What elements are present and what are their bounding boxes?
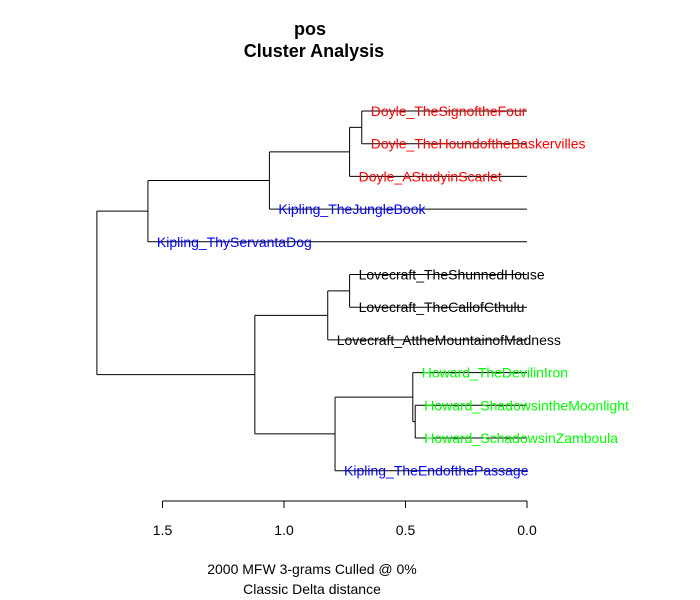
leaf-label: Doyle_TheHoundoftheBaskervilles xyxy=(371,136,586,152)
leaf-label: Kipling_TheEndofthePassage xyxy=(344,463,529,479)
leaf-label: Kipling_ThyServantaDog xyxy=(157,234,312,250)
x-axis-label-line2: Classic Delta distance xyxy=(243,581,381,597)
leaf-label: Howard_ShadowsintheMoonlight xyxy=(424,397,629,413)
x-axis-tick-label: 1.5 xyxy=(153,522,173,538)
leaf-label: Howard_SchadowsinZamboula xyxy=(424,430,618,446)
chart-title: pos xyxy=(294,19,326,39)
x-axis-tick-label: 0.5 xyxy=(396,522,416,538)
leaf-label: Howard_TheDevilinIron xyxy=(422,365,568,381)
leaf-label: Lovecraft_AttheMountainofMadness xyxy=(337,332,561,348)
x-axis: 1.5 1.0 0.5 0.0 xyxy=(153,500,537,538)
leaf-label: Lovecraft_TheCallofCthulu xyxy=(359,299,525,315)
leaf-label: Doyle_TheSignoftheFour xyxy=(371,103,527,119)
leaf-label: Kipling_TheJungleBook xyxy=(278,201,426,217)
x-axis-label-line1: 2000 MFW 3-grams Culled @ 0% xyxy=(207,561,417,577)
x-axis-tick-label: 0.0 xyxy=(517,522,537,538)
leaf-labels: Doyle_TheSignoftheFourDoyle_TheHoundofth… xyxy=(157,103,629,479)
leaf-label: Doyle_AStudyinScarlet xyxy=(359,168,502,184)
chart-subtitle: Cluster Analysis xyxy=(244,41,384,61)
dendrogram-branches xyxy=(96,110,527,472)
leaf-label: Lovecraft_TheShunnedHouse xyxy=(359,267,545,283)
x-axis-tick-label: 1.0 xyxy=(274,522,294,538)
